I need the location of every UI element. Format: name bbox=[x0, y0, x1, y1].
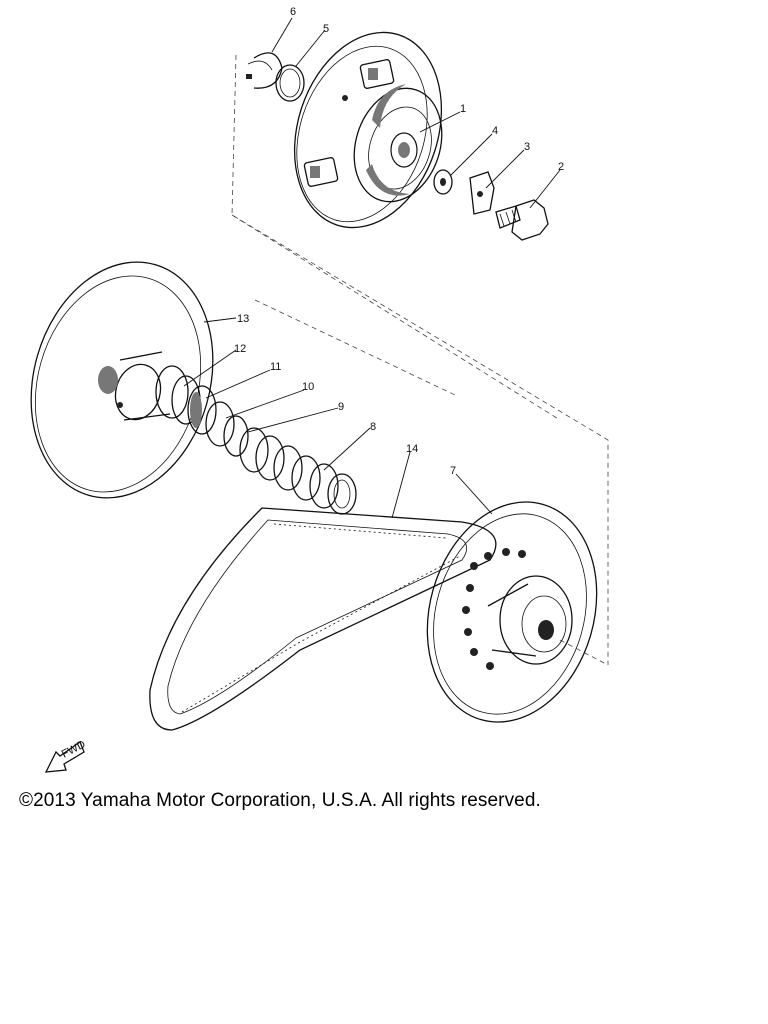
secondary-sheave bbox=[426, 501, 598, 723]
callout-4: 4 bbox=[492, 125, 498, 137]
callout-6: 6 bbox=[290, 6, 296, 18]
callout-13: 13 bbox=[237, 313, 249, 325]
callout-9: 9 bbox=[338, 401, 344, 413]
callout-8: 8 bbox=[370, 421, 376, 433]
fwd-label: FWD bbox=[60, 738, 88, 760]
parts-exploded-diagram: FWD 6 5 1 4 3 2 13 12 11 10 9 8 14 7 bbox=[30, 6, 609, 773]
ring bbox=[275, 64, 305, 102]
callout-7: 7 bbox=[450, 465, 456, 477]
callout-leaders bbox=[183, 17, 561, 519]
callout-12: 12 bbox=[234, 343, 246, 355]
bolt bbox=[495, 199, 549, 241]
washer bbox=[433, 169, 453, 195]
callout-numbers: 6 5 1 4 3 2 13 12 11 10 9 8 14 7 bbox=[234, 6, 564, 477]
fwd-arrow-icon bbox=[44, 740, 85, 773]
movable-sheave bbox=[293, 31, 443, 229]
spacer-stack bbox=[155, 365, 269, 473]
fixed-sheave bbox=[30, 261, 214, 499]
v-belt bbox=[149, 507, 497, 731]
callout-1: 1 bbox=[460, 103, 466, 115]
spring bbox=[255, 435, 357, 515]
callout-10: 10 bbox=[302, 381, 314, 393]
assembly-guide-lines bbox=[231, 54, 609, 666]
copyright-notice: ©2013 Yamaha Motor Corporation, U.S.A. A… bbox=[19, 790, 541, 811]
callout-5: 5 bbox=[323, 23, 329, 35]
clip bbox=[246, 52, 283, 89]
callout-11: 11 bbox=[270, 361, 281, 373]
callout-2: 2 bbox=[558, 161, 564, 173]
lock-plate bbox=[469, 171, 495, 215]
callout-14: 14 bbox=[406, 443, 418, 455]
callout-3: 3 bbox=[524, 141, 530, 153]
